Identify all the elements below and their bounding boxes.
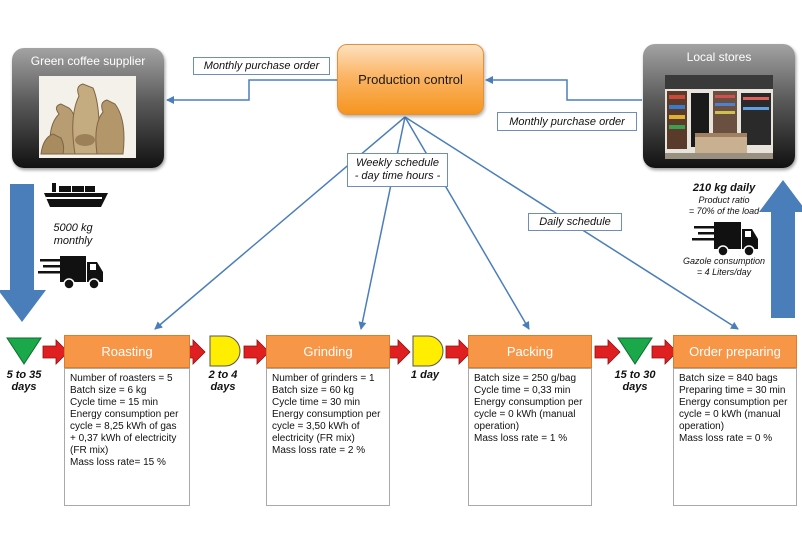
buffer-icon-1 [209,335,241,367]
inventory-label-0-line-2: days [11,381,37,393]
outbound-shipment-arrow [759,180,802,318]
process-packing-data: Batch size = 250 g/bag Cycle time = 0,33… [468,368,592,506]
weekly-schedule-line-1: Weekly schedule [356,157,439,169]
schedule-arrow-packing [404,116,530,330]
weekly-schedule-note: Weekly schedule - day time hours - [347,153,448,187]
process-grinding-data: Number of grinders = 1 Batch size = 60 k… [266,368,390,506]
roasting-line-6: Mass loss rate= 15 % [70,457,166,468]
inbound-shipment-arrow [0,184,46,322]
order-from-stores-arrow [485,76,642,101]
order-preparing-line-0: Batch size = 840 bags [679,373,778,384]
green-coffee-supplier: Green coffee supplier [12,48,164,168]
process-packing-header: Packing [468,335,592,368]
process-order-preparing-header: Order preparing [673,335,797,368]
production-control: Production control [337,44,484,115]
order-to-supplier-arrow [166,79,337,104]
process-roasting-header: Roasting [64,335,190,368]
inventory-label-2-line-1: 1 day [410,369,440,381]
outbound-ratio-line-1: Product ratio [698,195,750,205]
supplier-title: Green coffee supplier [30,54,146,68]
inventory-label-0-line-1: 5 to 35 [6,369,42,381]
push-arrow-0 [42,339,69,365]
push-arrow-2 [243,339,270,365]
store-interior-image [665,75,773,159]
outbound-ratio: Product ratio = 70% of the load [666,195,782,217]
delivery-truck-icon-outbound [692,222,758,257]
supplier-order-note: Monthly purchase order [193,57,330,75]
packing-line-1: Cycle time = 0,33 min [474,385,571,396]
inbound-quantity-line-2: monthly [53,235,93,247]
roasting-line-4: Energy consumption per cycle = 8,25 kWh … [70,409,182,456]
coffee-sacks-image [39,76,136,158]
process-roasting-data: Number of roasters = 5 Batch size = 6 kg… [64,368,190,506]
buffer-icon-2 [412,335,444,367]
grinding-line-2: Cycle time = 30 min [272,397,361,408]
inventory-label-3-line-1: 15 to 30 [614,369,656,381]
roasting-line-0: Number of roasters = 5 [70,373,173,384]
inbound-quantity: 5000 kg monthly [38,222,108,248]
daily-schedule-note: Daily schedule [528,213,622,231]
weekly-schedule-line-2: - day time hours - [354,170,441,182]
process-order-preparing-data: Batch size = 840 bags Preparing time = 3… [673,368,797,506]
local-stores: Local stores [643,44,795,168]
outbound-gazole-line-2: = 4 Liters/day [696,267,752,277]
inventory-label-3-line-2: days [622,381,648,393]
inventory-label-1-line-2: days [210,381,236,393]
inventory-triangle-icon-3 [617,337,653,365]
push-arrow-4 [445,339,472,365]
grinding-line-6: Mass loss rate = 2 % [272,445,366,456]
inventory-label-1-line-1: 2 to 4 [208,369,238,381]
inventory-label-3: 15 to 30 days [606,369,664,393]
outbound-gazole: Gazole consumption = 4 Liters/day [662,256,786,278]
schedule-arrow-grinding [358,116,406,330]
outbound-quantity: 210 kg daily [692,182,756,194]
outbound-gazole-line-1: Gazole consumption [682,256,766,266]
cargo-ship-icon [44,183,108,207]
outbound-ratio-line-2: = 70% of the load [688,206,760,216]
delivery-truck-icon-inbound [38,256,103,290]
inbound-quantity-line-1: 5000 kg [53,222,93,234]
stores-title: Local stores [686,50,752,64]
customer-order-note: Monthly purchase order [497,112,637,131]
push-arrow-6 [651,339,678,365]
packing-line-0: Batch size = 250 g/bag [474,373,577,384]
packing-line-5: Mass loss rate = 1 % [474,433,568,444]
grinding-line-4: Energy consumption per cycle = 3,50 kWh … [272,409,384,444]
order-preparing-line-5: Mass loss rate = 0 % [679,433,773,444]
inventory-triangle-icon-0 [6,337,42,365]
order-preparing-line-1: Preparing time = 30 min [679,385,786,396]
grinding-line-1: Batch size = 60 kg [272,385,354,396]
push-arrow-5 [594,339,621,365]
schedule-arrow-roasting [154,116,406,330]
inventory-label-0: 5 to 35 days [0,369,48,393]
process-grinding-header: Grinding [266,335,390,368]
roasting-line-2: Cycle time = 15 min [70,397,159,408]
order-preparing-line-3: Energy consumption per cycle = 0 kWh (ma… [679,397,791,432]
inventory-label-1: 2 to 4 days [200,369,246,393]
packing-line-3: Energy consumption per cycle = 0 kWh (ma… [474,397,586,432]
inventory-label-2: 1 day [400,369,450,381]
roasting-line-1: Batch size = 6 kg [70,385,147,396]
grinding-line-0: Number of grinders = 1 [272,373,375,384]
